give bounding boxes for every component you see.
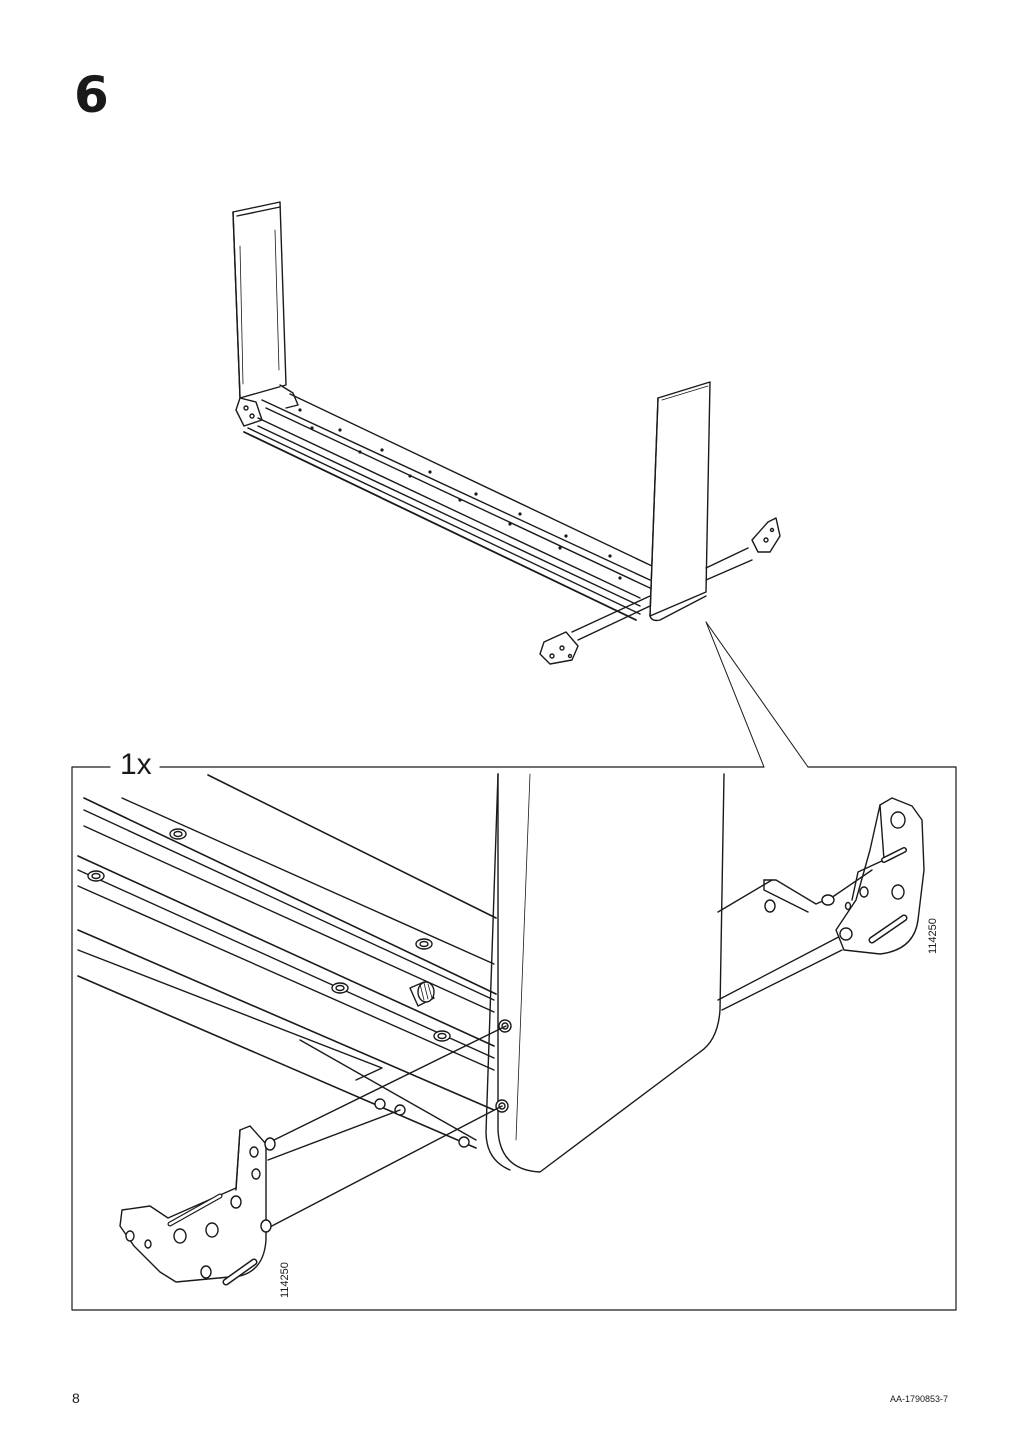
page-number: 8 bbox=[72, 1390, 80, 1406]
detail-box bbox=[71, 766, 957, 1311]
callout-line-right bbox=[705, 621, 809, 768]
callout-line-left bbox=[705, 621, 765, 768]
step-number: 6 bbox=[74, 66, 109, 124]
left-corner-bracket bbox=[235, 397, 263, 427]
left-bracket-detail bbox=[119, 1025, 507, 1286]
overview-frame-drawing bbox=[232, 201, 809, 768]
part-number-label-left: 114250 bbox=[279, 1262, 291, 1298]
detail-side-panel bbox=[374, 773, 725, 1173]
quantity-label: 1x bbox=[116, 750, 156, 780]
dowel bbox=[409, 981, 435, 1007]
front-rail-bottom bbox=[243, 431, 637, 621]
right-side-brackets bbox=[539, 517, 781, 665]
back-rail bbox=[261, 399, 651, 581]
detail-rails bbox=[77, 774, 497, 1149]
front-rail-top bbox=[257, 417, 641, 599]
right-bracket-detail bbox=[717, 797, 925, 1011]
right-side-panel bbox=[649, 381, 711, 617]
rail-screws bbox=[87, 828, 451, 1042]
rail-holes bbox=[298, 408, 622, 580]
document-id: AA-1790853-7 bbox=[889, 1394, 948, 1404]
part-number-label-right: 114250 bbox=[927, 918, 939, 954]
